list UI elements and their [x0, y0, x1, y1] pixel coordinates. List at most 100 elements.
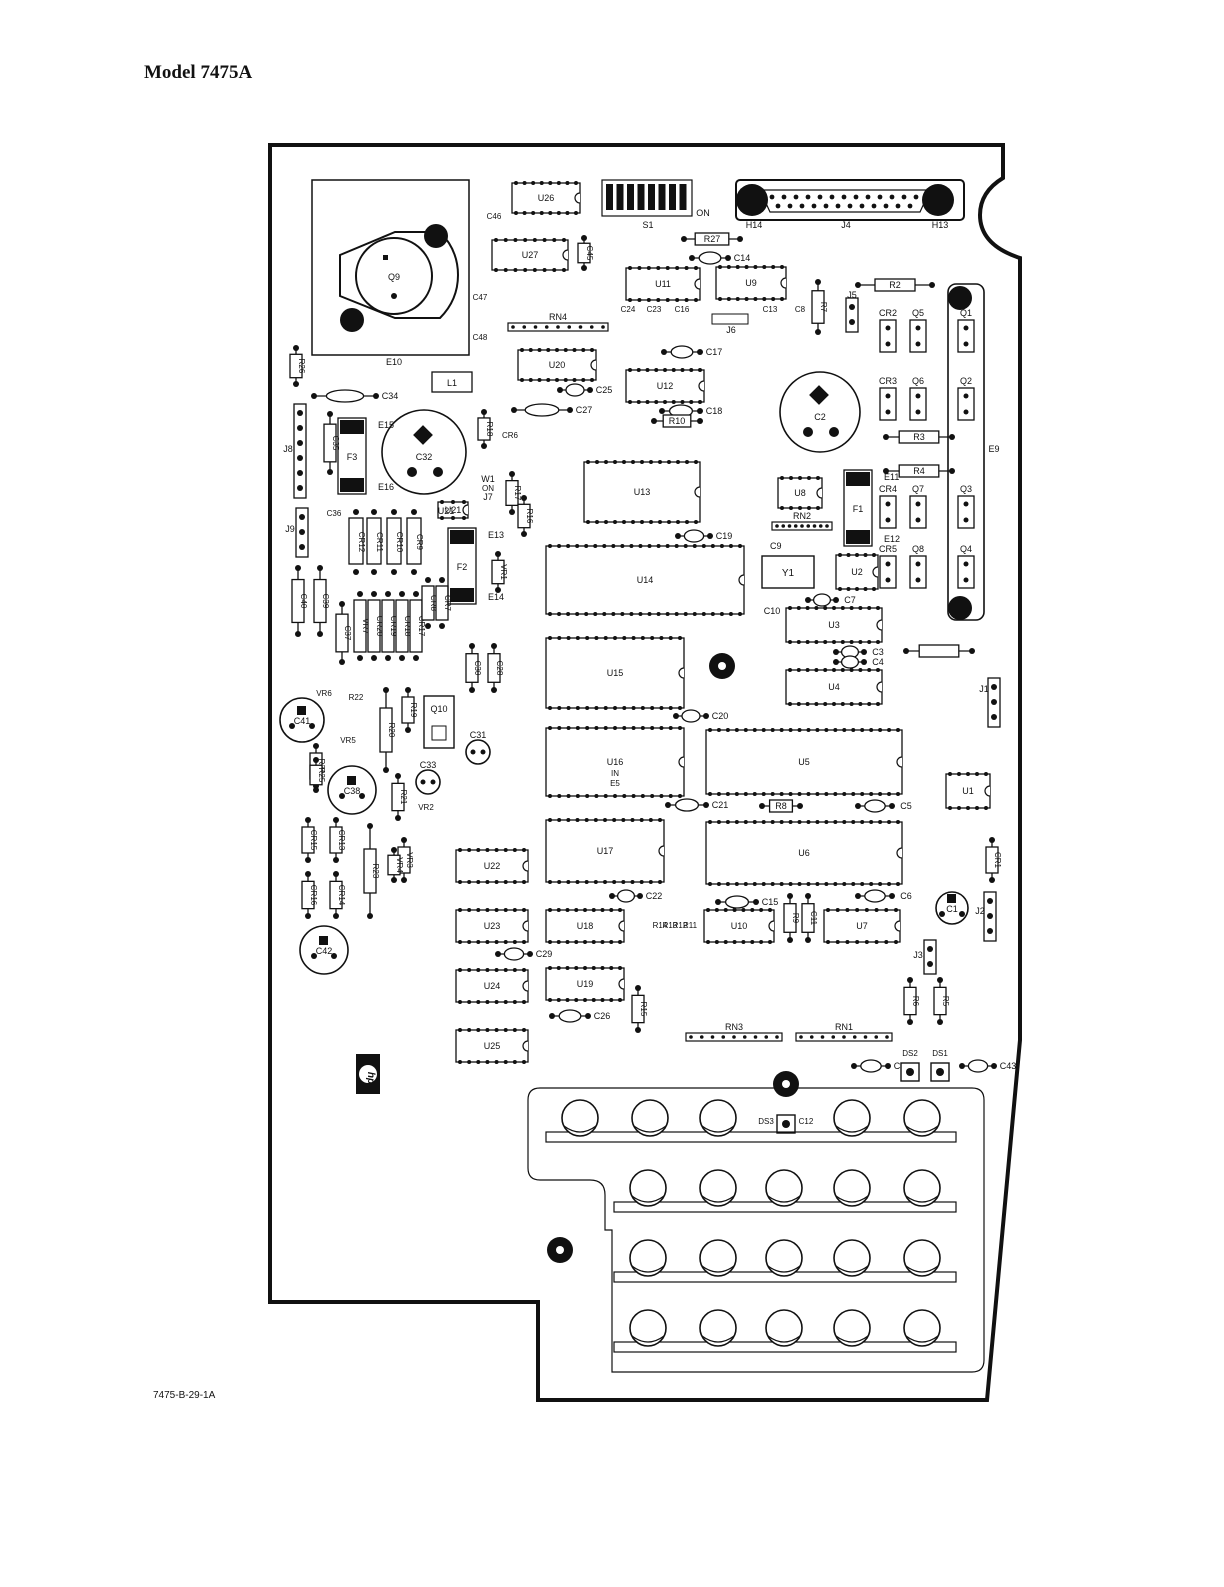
ic-u8-pin — [789, 506, 793, 510]
ic-u9-pin — [726, 297, 731, 301]
ic-u16-pin — [678, 794, 682, 798]
axial-r15-pad — [635, 985, 641, 991]
ic-u12-pin — [654, 400, 659, 404]
header-j3 — [923, 939, 937, 975]
ic-u5-pin — [788, 728, 793, 732]
ic-u20-pin — [572, 378, 577, 382]
keypad-button — [833, 1099, 871, 1137]
axial-r8-body — [768, 799, 794, 813]
ic-u3-pin — [858, 640, 863, 644]
ic-u15-pin — [594, 636, 599, 640]
rn-pin — [732, 1035, 736, 1039]
header-pin — [849, 319, 855, 325]
ic-u19-pin — [618, 966, 622, 970]
axial-c30-body — [465, 653, 479, 683]
axial-r7-body — [811, 290, 825, 324]
header-pin — [299, 544, 305, 550]
ic-u26-pin — [539, 181, 544, 185]
header-pin — [297, 410, 303, 416]
label-cr8: CR8 — [429, 595, 438, 612]
capacitor-c31 — [465, 739, 491, 765]
axial-c29-pad — [527, 951, 533, 957]
label-cr2: CR2 — [879, 308, 897, 318]
ic-u3-pin — [823, 640, 828, 644]
keypad-button — [903, 1239, 941, 1277]
dip-switch-lever — [616, 184, 624, 210]
rn-pin — [852, 1035, 857, 1039]
ic-u14-pin — [602, 544, 607, 548]
ic-u27-pin — [552, 268, 557, 272]
ic-u26-pin — [539, 211, 544, 215]
label-cr13: CR13 — [337, 830, 346, 851]
label-rn4: RN4 — [549, 312, 567, 322]
ic-u18-pin — [591, 908, 596, 912]
label-q8: Q8 — [912, 544, 924, 554]
ic-u13-pin — [667, 520, 671, 524]
ic-u14-pin — [683, 612, 688, 616]
ic-u5-pin — [842, 728, 847, 732]
ic-u19-pin — [556, 998, 561, 1002]
capacitor-pin — [803, 427, 813, 437]
ic-u15-pin — [678, 706, 682, 710]
ic-u23-pin — [476, 940, 481, 944]
ic-u11-pin — [694, 266, 698, 270]
ic-u13-pin — [676, 460, 680, 464]
axial-c30-pad — [469, 687, 475, 693]
ic-u18-pin — [618, 908, 622, 912]
ic-u22-pin — [458, 848, 462, 852]
label-q3: Q3 — [960, 484, 972, 494]
ic-u18-pin — [556, 940, 561, 944]
ic-u13-pin — [604, 460, 608, 464]
ic-u10-pin — [706, 908, 710, 912]
ic-u14-pin — [719, 544, 724, 548]
diode-cr18 — [395, 599, 409, 653]
ic-u6-pin — [797, 820, 802, 824]
ic-u13-label: U13 — [634, 487, 651, 497]
keypad-button — [629, 1169, 667, 1207]
ic-u27-pin — [503, 238, 508, 242]
ic-u6-pin — [743, 882, 748, 886]
ic-u5-pin — [734, 792, 739, 796]
header-j5 — [845, 297, 859, 333]
ic-u24-pin — [503, 1000, 508, 1004]
axial-r18-pad — [481, 409, 487, 415]
part-cr2 — [879, 319, 897, 353]
axial-r10-body — [662, 414, 692, 428]
ic-u15-pin — [678, 636, 682, 640]
label-f2: F2 — [457, 562, 468, 572]
ic-u14-pin — [575, 612, 580, 616]
axial-c39-body — [313, 578, 327, 624]
diode-pad — [371, 569, 377, 575]
ic-u15-pin — [631, 636, 636, 640]
label-r5: R5 — [941, 996, 950, 1007]
label-c16: C16 — [675, 305, 690, 314]
axial-c6-body — [864, 889, 886, 903]
part-pin — [963, 325, 969, 331]
axial-cr15-pad — [305, 817, 311, 823]
ic-u21-pin — [451, 516, 455, 520]
ic-u6-pin — [896, 820, 900, 824]
keypad-button — [765, 1239, 803, 1277]
ic-u5-label: U5 — [798, 757, 810, 767]
label-r23: R23 — [371, 864, 380, 879]
label-c12: C12 — [799, 1117, 814, 1126]
rn-pin — [818, 524, 823, 528]
ic-u18-pin — [618, 940, 622, 944]
rn-pin — [753, 1035, 758, 1039]
keypad-button-shadow — [631, 1335, 665, 1343]
ic-u14-pin — [738, 612, 742, 616]
ic-u13-pin — [694, 460, 698, 464]
ic-u13-pin — [694, 520, 698, 524]
axial-c25-body — [565, 383, 585, 397]
connector-j4-pin — [907, 203, 913, 209]
axial-c34-pad — [311, 393, 317, 399]
ic-u7-pin — [835, 940, 840, 944]
ic-u23-pin — [512, 940, 517, 944]
axial-c22-pad — [609, 893, 615, 899]
label-vr5: VR5 — [340, 736, 356, 745]
ic-u5-pin — [887, 792, 892, 796]
ic-u15-pin — [650, 636, 655, 640]
ic-u11-label: U11 — [655, 279, 671, 289]
label-r17: R17 — [513, 486, 522, 501]
diode-cr10 — [386, 517, 402, 565]
